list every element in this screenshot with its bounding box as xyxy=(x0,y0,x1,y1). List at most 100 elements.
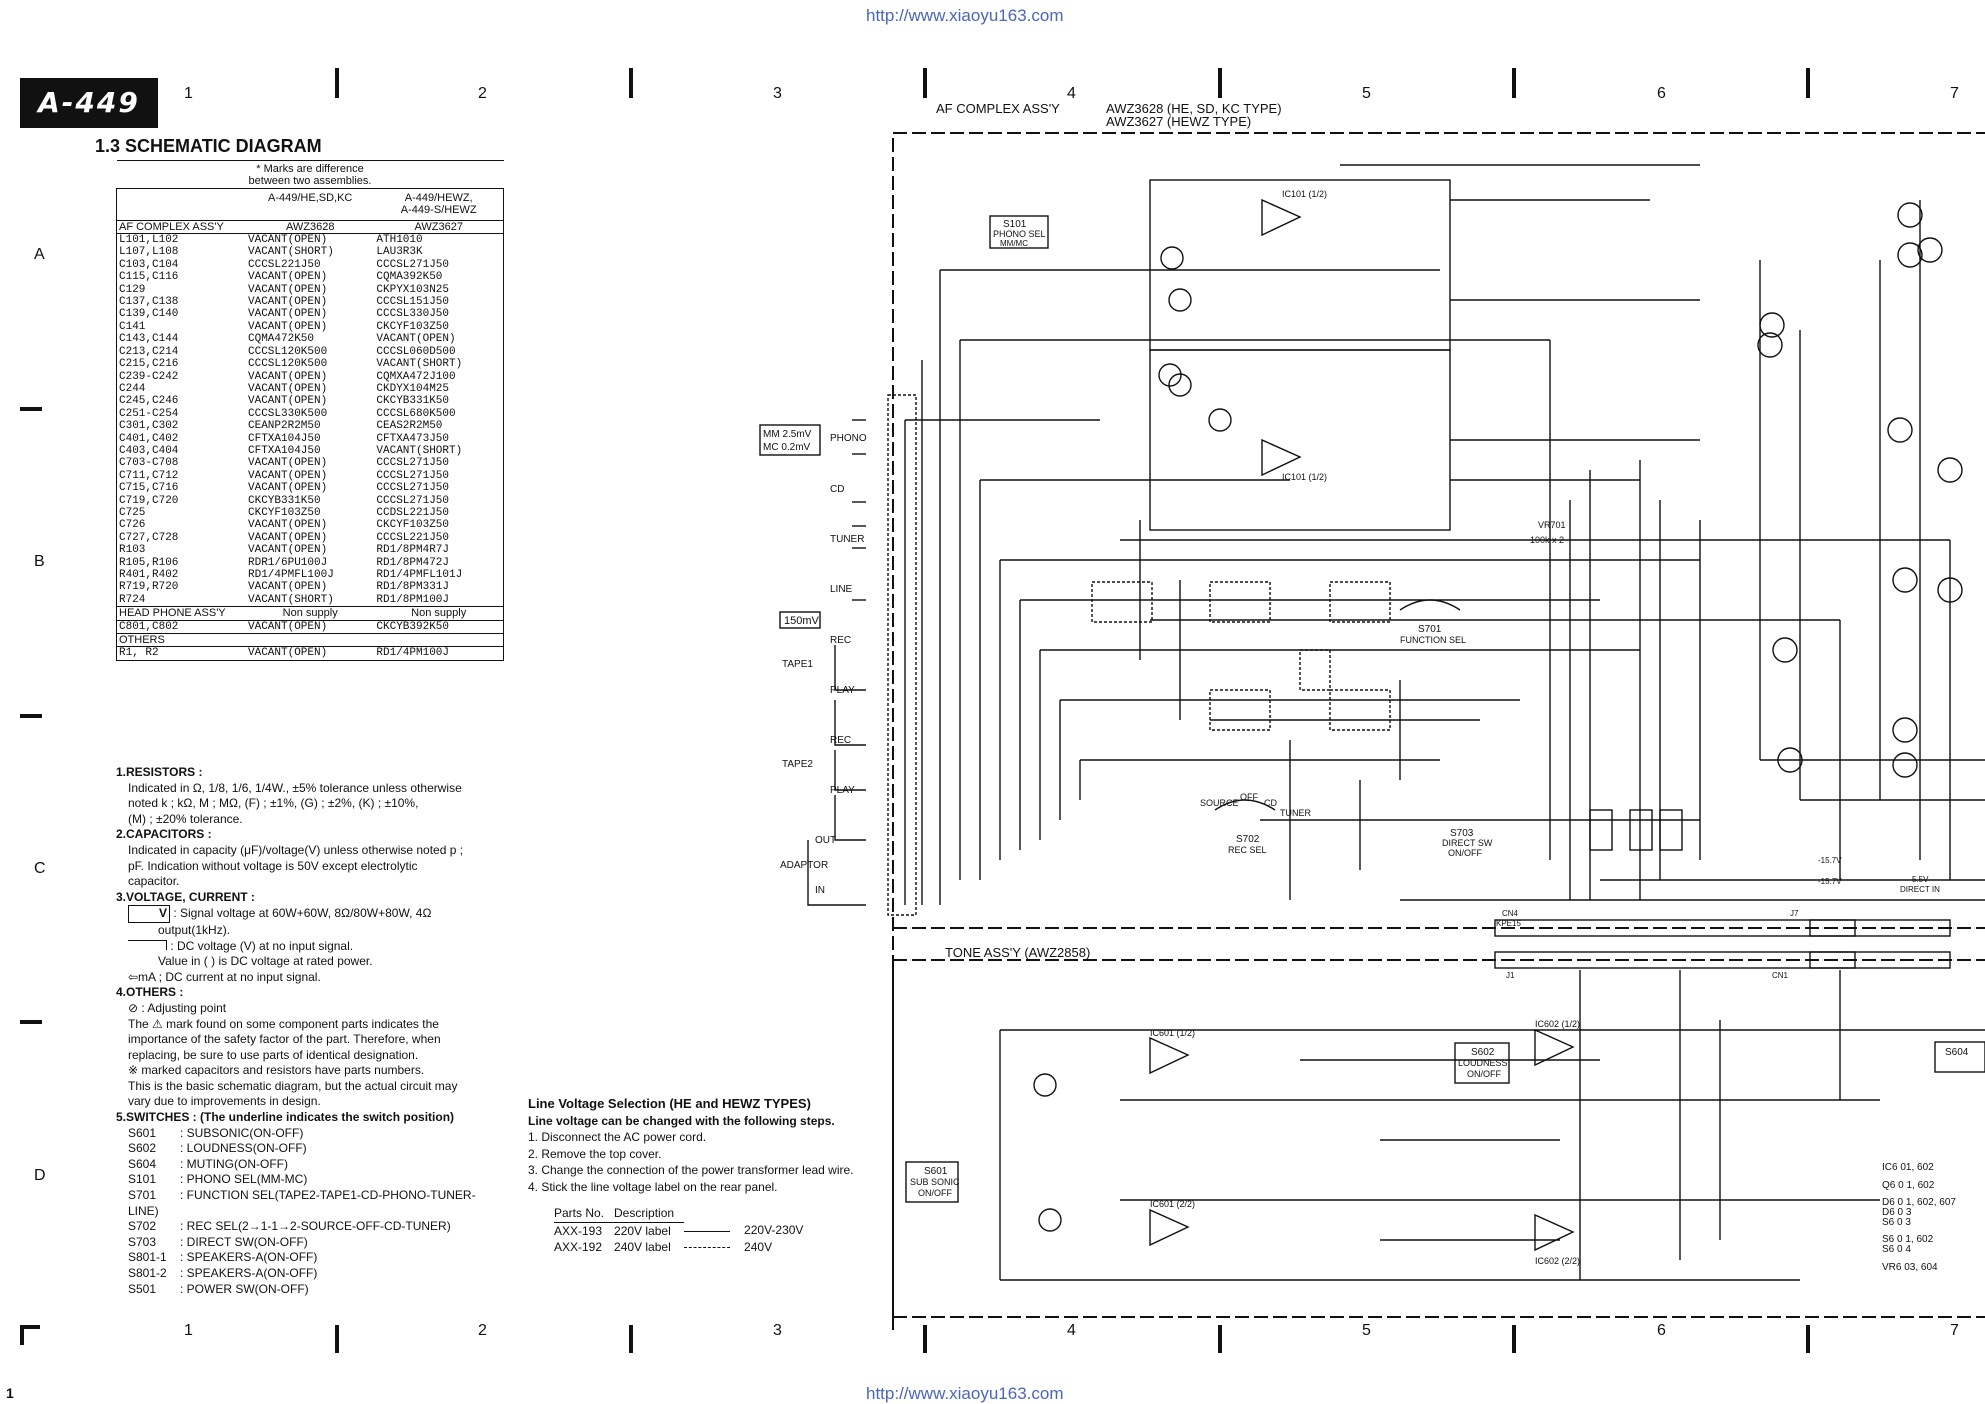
switch-id: S701 xyxy=(128,1188,157,1203)
input-cd: CD xyxy=(830,484,844,495)
af-assy-title: AF COMPLEX ASS'Y xyxy=(936,101,1060,116)
parts-cell: C401,C402 xyxy=(116,432,246,445)
notes-others-line: This is the basic schematic diagram, but… xyxy=(128,1078,458,1093)
voltage-label-table: Parts No. Description AXX-193 220V label… xyxy=(554,1205,813,1256)
vr701-label: VR701 xyxy=(1538,520,1566,530)
th-parts-no: Parts No. xyxy=(554,1205,615,1223)
model-badge: A-449 xyxy=(20,78,158,128)
parts-cell: R724 xyxy=(116,593,246,607)
parts-cell: C725 xyxy=(116,506,246,520)
voltage-row-desc: 240V label xyxy=(614,1240,671,1254)
parts-cell: C726 xyxy=(116,519,246,532)
switch-id: S702 xyxy=(128,1219,157,1234)
s601-sub1: SUB SONIC xyxy=(910,1177,960,1187)
parts-cell: C103,C104 xyxy=(116,258,246,272)
notes-voltage-heading: 3.VOLTAGE, CURRENT : xyxy=(116,889,255,904)
parts-cell: RD1/8PM4R7J xyxy=(374,544,505,557)
ic101-a-label: IC101 (1/2) xyxy=(1282,189,1327,199)
voltage-row-range: 220V-230V xyxy=(744,1223,804,1238)
input-tape2-rec: REC xyxy=(830,735,851,746)
parts-section-cell: OTHERS xyxy=(116,633,246,648)
s701-label: S701 xyxy=(1418,624,1442,635)
parts-cell: CCCSL330J50 xyxy=(374,308,505,321)
switch-desc: SUBSONIC(ON-OFF) xyxy=(186,1125,304,1140)
parts-cell: CCCSL271J50 xyxy=(374,457,505,470)
s601-sub2: ON/OFF xyxy=(918,1188,952,1198)
input-phono: PHONO xyxy=(830,433,867,444)
parts-cell: C115,C116 xyxy=(116,271,246,284)
voltage-row-part: AXX-193 xyxy=(554,1223,603,1238)
col-number-4: 4 xyxy=(1067,85,1076,102)
switch-desc: PHONO SEL(MM-MC) xyxy=(186,1172,308,1187)
parts-cell: VACANT(OPEN) xyxy=(246,646,375,661)
parts-cell: CKPYX103N25 xyxy=(374,283,505,297)
solid-line-legend xyxy=(684,1230,731,1232)
parts-cell: C213,C214 xyxy=(116,345,246,359)
parts-cell: C403,C404 xyxy=(116,444,246,458)
phono-level-mm: MM 2.5mV xyxy=(763,429,812,440)
parts-cell: VACANT(OPEN) xyxy=(248,382,328,395)
conn-cn1: CN1 xyxy=(1772,971,1789,980)
tone-assy-title: TONE ASS'Y (AWZ2858) xyxy=(945,945,1090,960)
switch-desc: POWER SW(ON-OFF) xyxy=(186,1281,309,1296)
parts-cell: VACANT(SHORT) xyxy=(374,358,505,371)
parts-cell: CFTXA104J50 xyxy=(248,432,321,445)
watermark-url-top: http://www.xiaoyu163.com xyxy=(866,6,1064,25)
notes-voltage-line: : Signal voltage at 60W+60W, 8Ω/80W+80W,… xyxy=(173,906,432,921)
parts-cell: C245,C246 xyxy=(116,395,246,408)
s703-sub1: DIRECT SW xyxy=(1442,838,1493,848)
page-number: 1 xyxy=(6,1385,14,1401)
notes-others-line: ⊘ : Adjusting point xyxy=(128,1000,227,1015)
switch-desc: FUNCTION SEL(TAPE2-TAPE1-CD-PHONO-TUNER-… xyxy=(128,1188,476,1218)
parts-section-cell xyxy=(374,633,505,648)
legend-ic: IC6 01, 602 xyxy=(1882,1162,1934,1173)
switch-id: S601 xyxy=(128,1125,157,1140)
notes-others-line: importance of the safety factor of the p… xyxy=(128,1032,441,1047)
parts-cell: VACANT(OPEN) xyxy=(248,519,328,532)
parts-cell: C719,C720 xyxy=(116,494,246,507)
th-description: Description xyxy=(614,1205,685,1223)
af-variant-2: AWZ3627 (HEWZ TYPE) xyxy=(1106,114,1251,129)
parts-cell: CQMA472K50 xyxy=(248,333,315,346)
switch-id: S801-1 xyxy=(128,1250,167,1265)
parts-cell: C244 xyxy=(116,382,246,396)
switch-desc: SPEAKERS-A(ON-OFF) xyxy=(186,1250,318,1265)
parts-cell: C711,C712 xyxy=(116,469,246,483)
legend-s: S6 0 1, 602 xyxy=(1882,1234,1934,1245)
parts-cell: CKCYF103Z50 xyxy=(248,506,321,519)
s702-sub: REC SEL xyxy=(1228,845,1267,855)
notes-others-line: vary due to improvements in design. xyxy=(128,1094,321,1109)
parts-cell: VACANT(OPEN) xyxy=(248,469,328,482)
s702-off: OFF xyxy=(1240,792,1258,802)
conn-j1: J1 xyxy=(1506,971,1515,980)
col-number-5-bottom: 5 xyxy=(1362,1322,1371,1339)
parts-section-cell: Non supply xyxy=(246,606,375,621)
ic602-a-label: IC602 (1/2) xyxy=(1535,1019,1580,1029)
ic101-b-label: IC101 (1/2) xyxy=(1282,472,1327,482)
parts-cell: VACANT(OPEN) xyxy=(374,333,505,346)
col-number-6: 6 xyxy=(1657,85,1666,102)
parts-cell: C801,C802 xyxy=(116,620,246,634)
legend-s4: S6 0 4 xyxy=(1882,1244,1911,1255)
parts-cell: VACANT(OPEN) xyxy=(248,234,328,247)
parts-cell: CCCSL120K500 xyxy=(248,358,328,371)
parts-cell: CKCYF103Z50 xyxy=(374,519,505,532)
col-number-7: 7 xyxy=(1950,85,1959,102)
parts-cell: C239-C242 xyxy=(116,370,246,383)
parts-cell: VACANT(OPEN) xyxy=(248,581,328,594)
parts-cell: RD1/4PMFL101J xyxy=(374,569,505,582)
parts-cell: CEAS2R2M50 xyxy=(374,420,505,433)
line-voltage-section: Line Voltage Selection (HE and HEWZ TYPE… xyxy=(528,1096,908,1256)
